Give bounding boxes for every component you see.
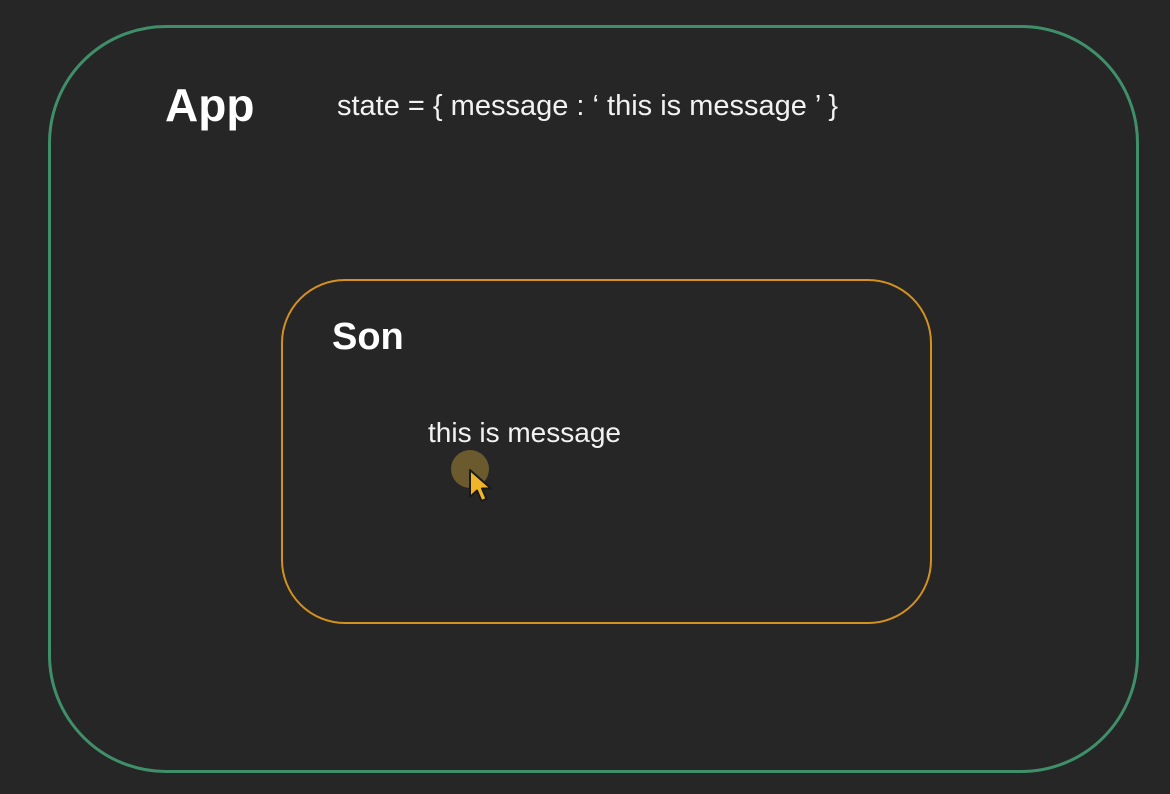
app-state-text: state = { message : ‘ this is message ’ … xyxy=(337,90,839,122)
son-component-box xyxy=(281,279,932,624)
son-message-text: this is message xyxy=(428,417,621,448)
son-title: Son xyxy=(332,316,404,358)
app-title: App xyxy=(165,79,255,131)
mouse-pointer-icon xyxy=(469,469,492,502)
app-component-box xyxy=(48,25,1139,773)
